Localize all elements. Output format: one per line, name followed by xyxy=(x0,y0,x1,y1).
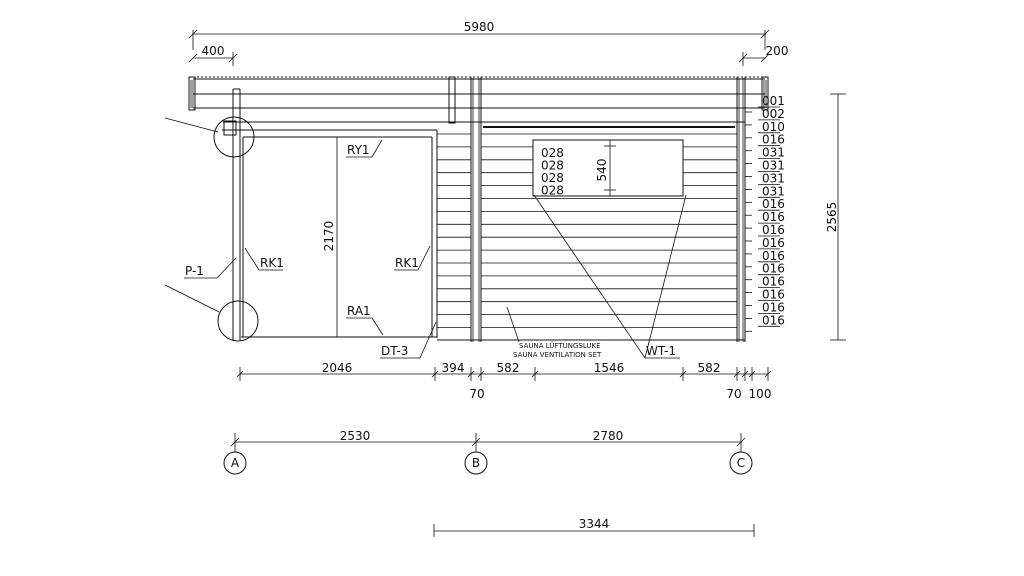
dim-394: 394 xyxy=(442,361,465,375)
window-log-code: 028 xyxy=(541,159,564,173)
log-code: 002 xyxy=(762,107,785,121)
log-code: 016 xyxy=(762,300,785,314)
label-p1: P-1 xyxy=(184,257,237,279)
dim-582-right: 582 xyxy=(698,361,721,375)
right-overhang-dimension: 200 xyxy=(738,44,789,66)
log-code: 010 xyxy=(762,120,785,134)
middle-post xyxy=(470,77,482,342)
dim-2046: 2046 xyxy=(322,361,353,375)
label-rk1-left: RK1 xyxy=(244,247,284,271)
svg-text:DT-3: DT-3 xyxy=(381,344,408,358)
height-dimension: 2565 xyxy=(825,93,846,341)
svg-text:RK1: RK1 xyxy=(260,256,284,270)
svg-text:P-1: P-1 xyxy=(185,264,204,278)
left-overhang-label: 400 xyxy=(202,44,225,58)
log-code: 016 xyxy=(762,262,785,276)
log-courses-right-corner xyxy=(745,111,752,332)
height-label: 2565 xyxy=(825,202,839,233)
log-code: 031 xyxy=(762,159,785,173)
log-code: 031 xyxy=(762,184,785,198)
axis-a: A xyxy=(231,456,240,470)
overall-width-label: 5980 xyxy=(464,20,495,34)
roof xyxy=(188,76,769,128)
dim-100: 100 xyxy=(749,387,772,401)
svg-text:RY1: RY1 xyxy=(347,143,370,157)
log-code: 016 xyxy=(762,197,785,211)
svg-text:RA1: RA1 xyxy=(347,304,371,318)
detail-leaders xyxy=(164,117,220,313)
log-code: 016 xyxy=(762,236,785,250)
svg-text:SAUNA LÜFTUNGSLUKE: SAUNA LÜFTUNGSLUKE xyxy=(519,341,601,350)
svg-text:SAUNA VENTILATION SET: SAUNA VENTILATION SET xyxy=(513,351,602,359)
dim-70-left: 70 xyxy=(469,387,484,401)
label-dt3: DT-3 xyxy=(380,321,437,359)
log-code: 016 xyxy=(762,223,785,237)
log-code: 016 xyxy=(762,275,785,289)
door-height-label: 2170 xyxy=(322,221,336,252)
dim-582-left: 582 xyxy=(497,361,520,375)
right-log-codes: 0010020100160310310310310160160160160160… xyxy=(758,94,785,327)
log-code: 016 xyxy=(762,210,785,224)
bottom-dimension-row: 2046 394 582 1546 582 70 70 100 xyxy=(236,361,772,401)
right-overhang-label: 200 xyxy=(766,44,789,58)
axis-c: C xyxy=(737,456,745,470)
axis-b: B xyxy=(472,456,480,470)
lower-span-label: 3344 xyxy=(579,517,610,531)
grid-span-ab: 2530 xyxy=(340,429,371,443)
ventilation-note: SAUNA LÜFTUNGSLUKE SAUNA VENTILATION SET xyxy=(506,306,602,359)
log-code: 016 xyxy=(762,313,785,327)
log-courses-left-wall xyxy=(437,133,471,328)
log-code: 016 xyxy=(762,288,785,302)
log-code: 031 xyxy=(762,146,785,160)
label-wt1: WT-1 xyxy=(533,194,687,359)
lower-span-dimension: 3344 xyxy=(433,517,755,537)
dim-70-right: 70 xyxy=(726,387,741,401)
left-overhang-dimension: 400 xyxy=(188,44,238,66)
label-rk1-right: RK1 xyxy=(394,245,431,271)
grid-span-bc: 2780 xyxy=(593,429,624,443)
window-log-code: 028 xyxy=(541,146,564,160)
door-opening xyxy=(213,116,438,342)
label-ry1: RY1 xyxy=(346,139,383,158)
grid-axes: 2530 2780 A B C xyxy=(223,429,753,475)
overall-width-dimension: 5980 xyxy=(188,20,770,50)
window-height-label: 540 xyxy=(595,159,609,182)
label-ra1: RA1 xyxy=(346,304,384,336)
log-code: 001 xyxy=(762,94,785,108)
log-code: 016 xyxy=(762,133,785,147)
right-post xyxy=(736,77,746,342)
dim-1546: 1546 xyxy=(594,361,625,375)
svg-text:WT-1: WT-1 xyxy=(646,344,676,358)
window-log-code: 028 xyxy=(541,184,564,198)
window-log-code: 028 xyxy=(541,171,564,185)
svg-text:RK1: RK1 xyxy=(395,256,419,270)
log-code: 031 xyxy=(762,171,785,185)
log-code: 016 xyxy=(762,249,785,263)
left-post xyxy=(232,88,241,340)
